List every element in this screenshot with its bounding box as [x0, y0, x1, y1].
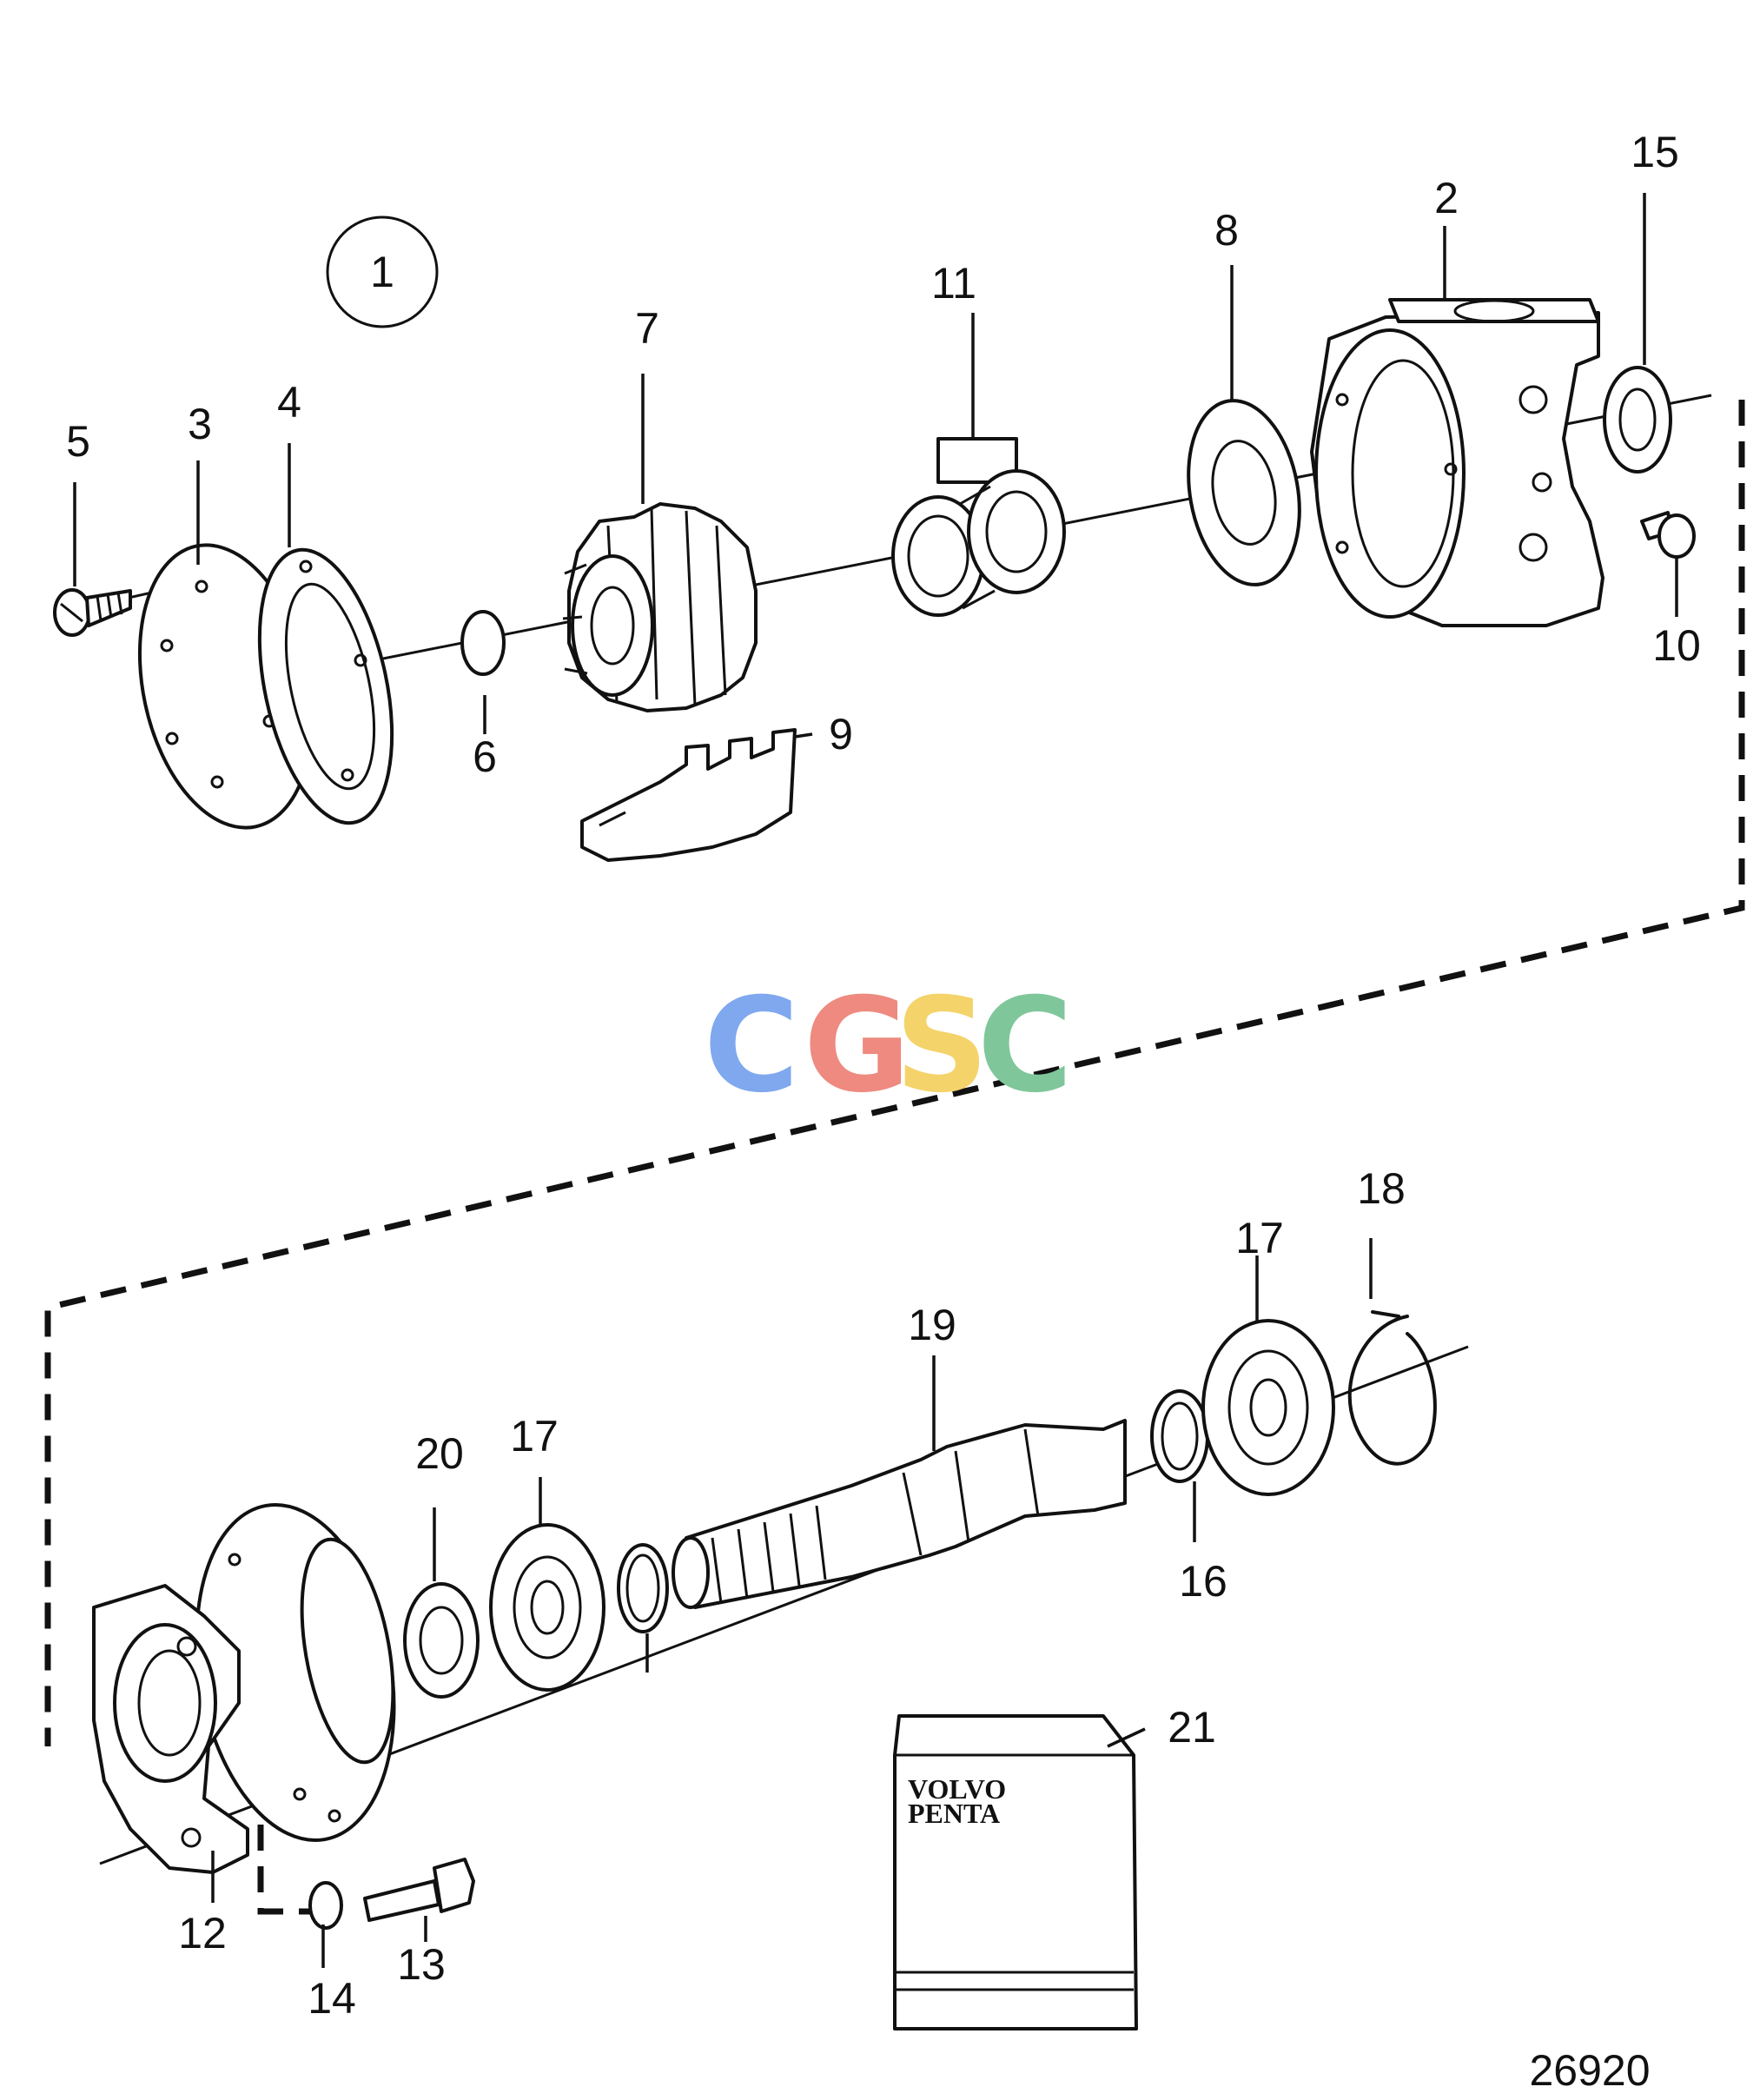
- label-part-11: 11: [931, 259, 976, 308]
- label-part-7: 7: [635, 304, 659, 353]
- part-10-screw[interactable]: [1640, 511, 1696, 559]
- label-part-4: 4: [277, 378, 301, 427]
- kit-brand-line1: VOLVO: [908, 1773, 1006, 1805]
- label-part-21: 21: [1168, 1703, 1216, 1752]
- part-4-gasket[interactable]: [237, 538, 414, 835]
- connection-dashed-line: [44, 400, 1745, 1746]
- part-17-bearing-upper[interactable]: [1201, 1319, 1335, 1496]
- label-part-16: 16: [1179, 1557, 1227, 1606]
- part-13-bolt[interactable]: [363, 1858, 475, 1922]
- label-part-20: 20: [415, 1429, 464, 1478]
- label-part-10: 10: [1652, 621, 1701, 670]
- watermark-letter: S: [895, 971, 989, 1122]
- part-15-washer[interactable]: [1603, 366, 1672, 474]
- label-part-5: 5: [66, 417, 90, 466]
- part-20-seal[interactable]: [403, 1582, 480, 1699]
- label-part-3: 3: [188, 400, 212, 448]
- kit-brand-line2: PENTA: [908, 1798, 1000, 1829]
- part-21-kit-package[interactable]: VOLVO PENTA: [893, 1714, 1138, 2030]
- label-part-14: 14: [308, 1974, 356, 2023]
- part-6-o-ring[interactable]: [460, 610, 506, 676]
- watermark-letter: C: [704, 971, 799, 1122]
- part-19-shaft[interactable]: [672, 1419, 1127, 1609]
- label-part-19: 19: [908, 1301, 956, 1349]
- part-17-bearing-lower[interactable]: [489, 1523, 605, 1692]
- snap-ring-lower[interactable]: [617, 1543, 669, 1633]
- label-part-6: 6: [473, 732, 497, 781]
- label-part-8: 8: [1214, 206, 1239, 255]
- part-12-bearing-housing[interactable]: [92, 1489, 419, 1874]
- group-marker: 1: [326, 215, 439, 328]
- part-8-wear-plate[interactable]: [1174, 392, 1313, 593]
- label-part-15: 15: [1631, 128, 1679, 176]
- group-marker-label: 1: [370, 248, 394, 296]
- label-part-17-upper: 17: [1235, 1214, 1284, 1262]
- part-7-impeller[interactable]: [562, 502, 758, 712]
- label-part-9: 9: [829, 710, 853, 759]
- part-2-pump-housing[interactable]: [1310, 298, 1605, 627]
- watermark-letter: C: [977, 971, 1073, 1122]
- part-5-screw[interactable]: [53, 588, 132, 637]
- label-part-2: 2: [1434, 174, 1459, 222]
- label-part-17-lower: 17: [510, 1412, 559, 1461]
- part-18-circlip[interactable]: [1347, 1310, 1437, 1466]
- label-part-13: 13: [397, 1940, 446, 1989]
- part-9-cam[interactable]: [580, 728, 797, 862]
- watermark-letter: G: [804, 971, 910, 1122]
- label-part-12: 12: [178, 1909, 227, 1958]
- watermark: C G S C: [704, 971, 1073, 1122]
- figure-number: 26920: [1529, 2046, 1650, 2095]
- part-11-seal[interactable]: [891, 437, 1066, 617]
- part-14-washer[interactable]: [308, 1881, 343, 1930]
- label-part-18: 18: [1357, 1164, 1406, 1213]
- part-16-circlip[interactable]: [1150, 1389, 1209, 1483]
